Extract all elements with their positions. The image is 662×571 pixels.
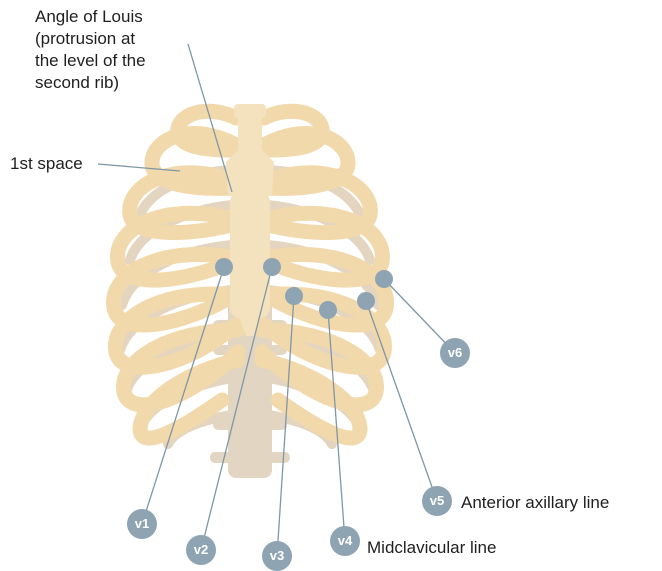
electrode-v2 (263, 258, 281, 276)
angle-of-louis-label: Angle of Louis (protrusion at the level … (35, 6, 146, 94)
first-space-leader (98, 164, 180, 171)
electrode-v1 (215, 258, 233, 276)
electrode-v6 (375, 270, 393, 288)
electrode-v5 (357, 292, 375, 310)
lead-badge-v5: v5 (422, 486, 452, 516)
electrode-v3 (285, 287, 303, 305)
lead-badge-v3: v3 (262, 541, 292, 571)
lead-badge-v6: v6 (440, 338, 470, 368)
angle-of-louis-line-1: Angle of Louis (35, 6, 146, 28)
lead-badge-v2: v2 (186, 535, 216, 565)
electrode-v4 (319, 301, 337, 319)
first-space-label: 1st space (10, 153, 83, 175)
angle-of-louis-line-4: second rib) (35, 72, 146, 94)
lead-badge-v4: v4 (330, 526, 360, 556)
angle-of-louis-line-3: the level of the (35, 50, 146, 72)
lead-badge-v1: v1 (127, 509, 157, 539)
anterior-axillary-line-label: Anterior axillary line (461, 492, 609, 514)
angle-of-louis-line-2: (protrusion at (35, 28, 146, 50)
midclavicular-line-label: Midclavicular line (367, 537, 496, 559)
